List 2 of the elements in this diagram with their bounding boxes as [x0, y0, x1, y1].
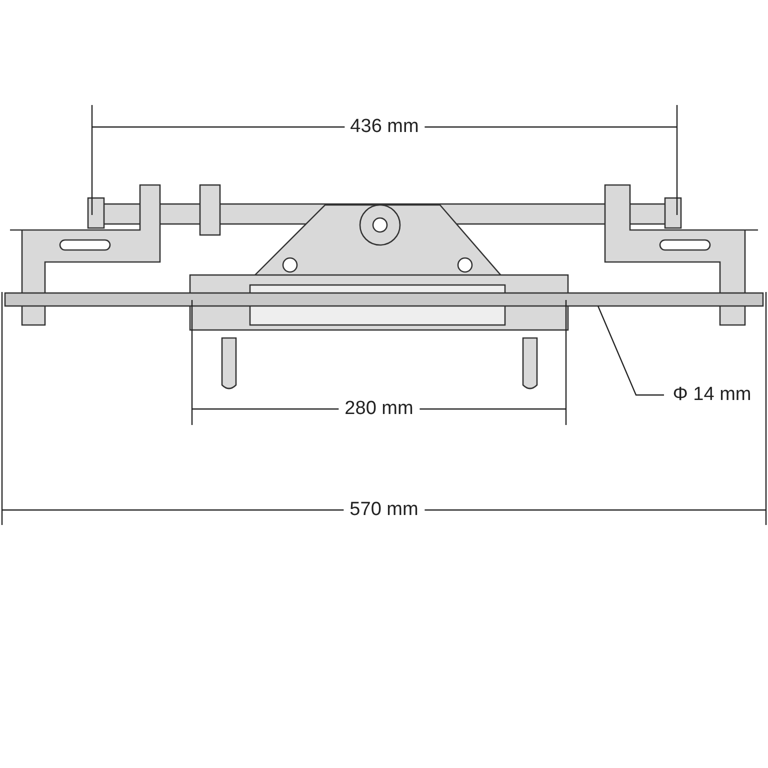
- leader-line: [597, 306, 664, 396]
- piston-rod: [4, 292, 764, 307]
